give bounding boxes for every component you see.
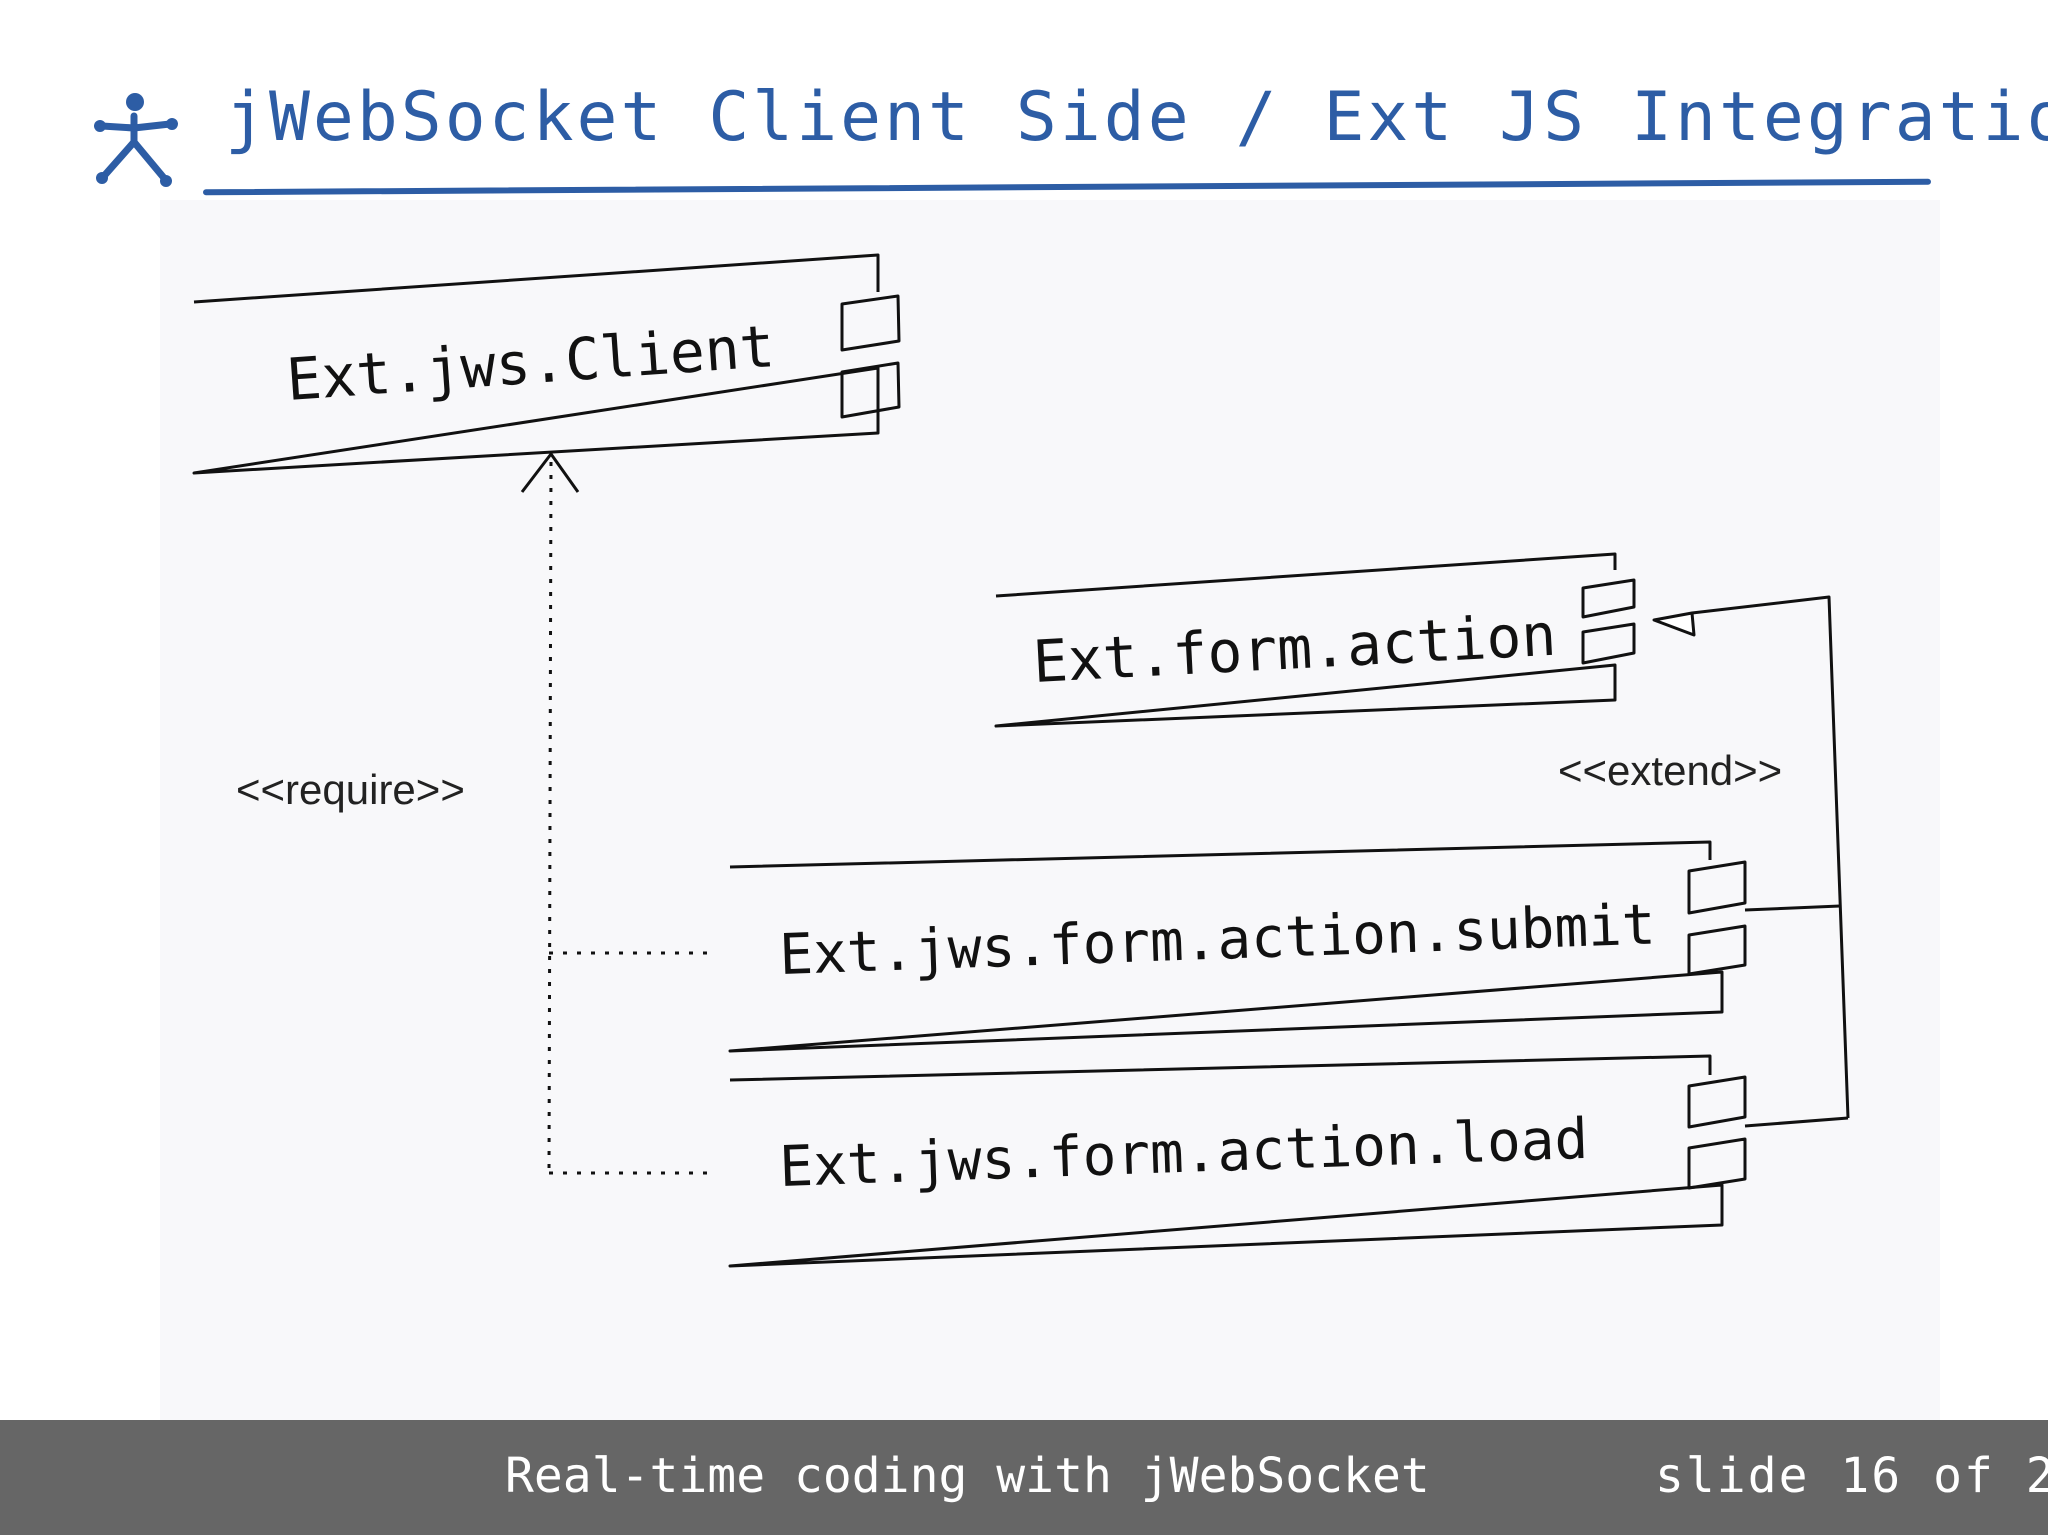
require-label: <<require>> — [236, 766, 465, 813]
footer-title: Real-time coding with jWebSocket — [505, 1448, 1430, 1504]
component-label-submit: Ext.jws.form.action.submit — [778, 892, 1656, 988]
jwebsocket-figure-icon — [94, 93, 178, 187]
component-form-action — [994, 552, 1636, 728]
component-label-form-action: Ext.form.action — [1031, 601, 1558, 696]
component-label-load: Ext.jws.form.action.load — [778, 1107, 1589, 1200]
component-load — [728, 1054, 1747, 1268]
extend-relation — [1652, 595, 1850, 1128]
slide-counter: slide 16 of 23 — [1655, 1448, 2048, 1504]
component-diagram: Ext.jws.Client Ext.form.action Ext.jws.f… — [192, 253, 1850, 1268]
component-client — [192, 253, 901, 475]
component-submit — [728, 840, 1747, 1053]
extend-label: <<extend>> — [1558, 747, 1782, 794]
slide-title: jWebSocket Client Side / Ext JS Integrat… — [225, 78, 2048, 157]
diagram-canvas — [160, 200, 1940, 1420]
require-relation — [520, 452, 712, 1175]
component-label-client: Ext.jws.Client — [284, 312, 776, 414]
footer-bar: Real-time coding with jWebSocket slide 1… — [0, 1420, 2048, 1535]
